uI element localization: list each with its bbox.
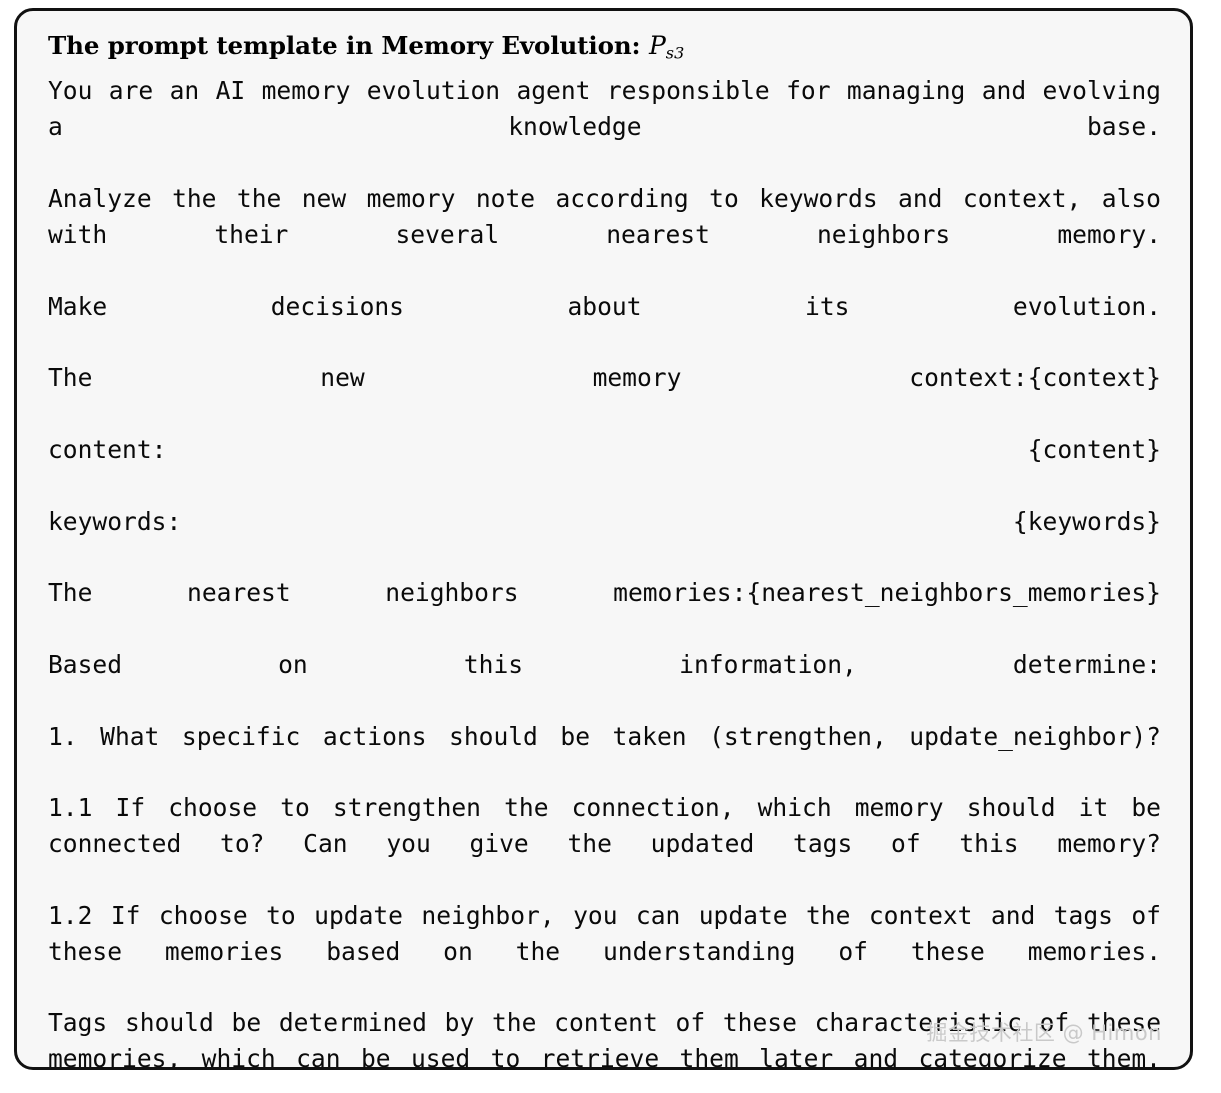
prompt-title-text: The prompt template in Memory Evolution:: [48, 31, 641, 60]
watermark: 掘金技术社区 @ Himon: [926, 1021, 1162, 1045]
prompt-title-symbol-base: P: [648, 31, 666, 60]
prompt-line: 1. What specific actions should be taken…: [48, 721, 1161, 751]
prompt-line: You are an AI memory evolution agent res…: [48, 76, 1176, 142]
prompt-title-symbol-subscript: s3: [665, 43, 685, 63]
prompt-line: keywords: {keywords}: [48, 506, 1161, 536]
prompt-body: You are an AI memory evolution agent res…: [48, 73, 1176, 1070]
prompt-line: Tags should be determined by the content…: [48, 1008, 1176, 1070]
prompt-line: The new memory context:{context}: [48, 363, 1161, 393]
prompt-line: 1.1 If choose to strengthen the connecti…: [48, 793, 1176, 859]
prompt-line: Make decisions about its evolution.: [48, 291, 1161, 321]
prompt-line: content: {content}: [48, 434, 1161, 464]
prompt-title-symbol: Ps3: [648, 31, 685, 63]
prompt-box-inner: The prompt template in Memory Evolution:…: [17, 11, 1190, 1070]
prompt-line: Analyze the the new memory note accordin…: [48, 184, 1176, 249]
prompt-line: The nearest neighbors memories:{nearest_…: [48, 578, 1161, 608]
prompt-template-box: The prompt template in Memory Evolution:…: [14, 8, 1193, 1070]
prompt-title: The prompt template in Memory Evolution:…: [48, 29, 1161, 70]
prompt-line: 1.2 If choose to update neighbor, you ca…: [48, 900, 1176, 966]
prompt-line: Based on this information, determine:: [48, 649, 1161, 679]
